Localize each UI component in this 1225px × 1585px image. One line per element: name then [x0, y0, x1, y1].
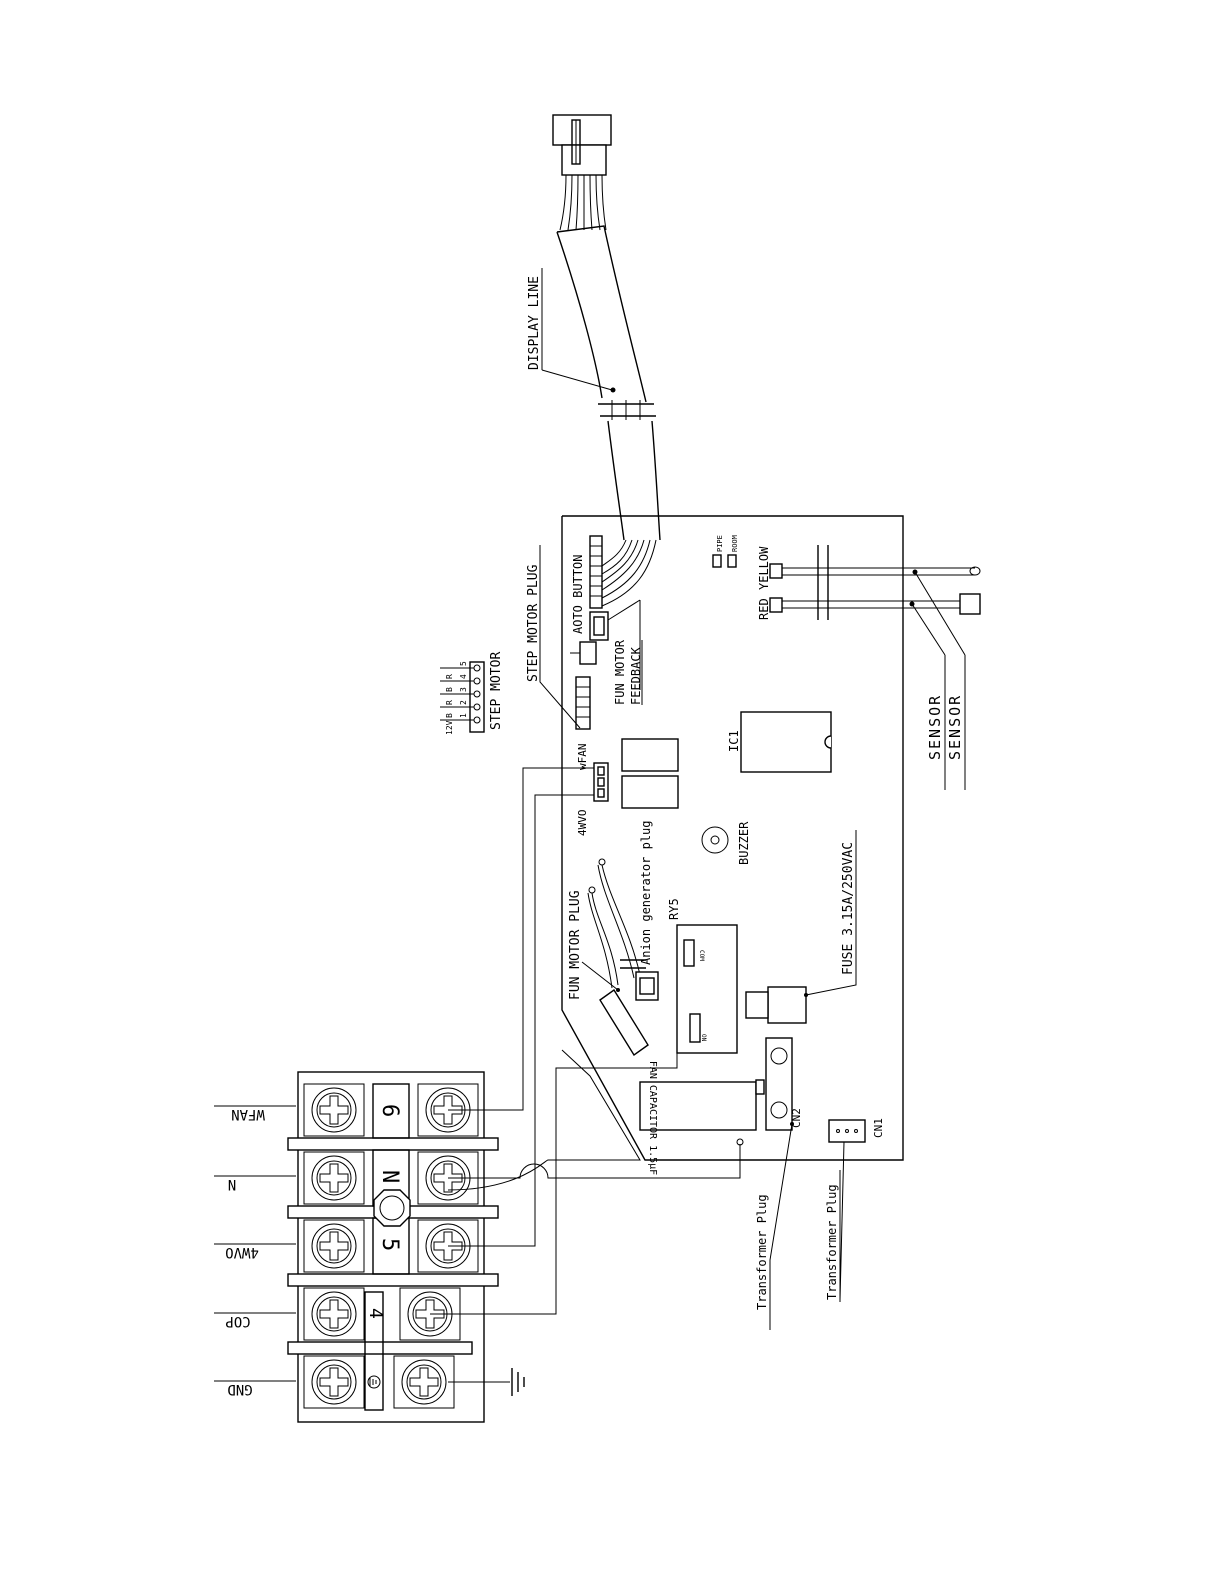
fun-motor-plug — [599, 988, 649, 1057]
mark-5: 5 — [377, 1238, 402, 1251]
wire-label-wfan: WFAN — [231, 1106, 265, 1122]
step-motor: 5 4 3 2 1 12V B R B R STEP MOTOR — [440, 652, 504, 735]
step-pin-2: 2 — [459, 700, 468, 705]
wfan-plug-label: wFAN — [576, 744, 589, 771]
screw-icon — [303, 1083, 365, 1137]
mark-6: 6 — [377, 1104, 402, 1117]
ry5-label: RY5 — [667, 898, 681, 920]
fuse-label: FUSE 3.15A/250VAC — [841, 842, 856, 975]
transformer-plug-label-2: Transformer Plug — [825, 1184, 839, 1300]
anion-plug: Anion generator plug FUN MOTOR PLUG — [568, 821, 659, 1001]
step-motor-label: STEP MOTOR — [489, 652, 504, 730]
wiring — [430, 767, 744, 1315]
step-pin-1: 1 — [459, 713, 468, 718]
sensor-label-1: SENSOR — [926, 694, 944, 760]
display-cable: DISPLAY LINE — [527, 114, 661, 607]
cn1-label: CN1 — [872, 1118, 885, 1138]
feedback-label: FEEDBACK — [629, 646, 643, 705]
sensors: RED YELLOW SENSOR SENSOR — [757, 545, 981, 790]
step-motor-plug-label: STEP MOTOR PLUG — [526, 564, 541, 682]
transformer-plug-label-1: Transformer Plug — [755, 1194, 769, 1310]
anion-label: Anion generator plug — [639, 821, 653, 966]
ic1-label: IC1 — [727, 730, 741, 752]
red-label: RED — [757, 598, 771, 620]
pcb-board — [561, 515, 904, 1161]
terminal-wire-labels: WFAN N 4WVO COP GND — [214, 1105, 296, 1397]
screw-icon — [303, 1151, 365, 1205]
pipe-label: PIPE — [716, 535, 724, 552]
sensor-jumpers: PIPE ROOM — [712, 535, 739, 568]
ground-mark-icon — [367, 1375, 381, 1389]
wfan-4wvo-plug: wFAN 4WVO — [576, 744, 609, 837]
relay-blocks — [621, 738, 679, 809]
step-wire-2: B — [445, 713, 454, 718]
wire-label-cop: COP — [225, 1313, 250, 1329]
step-wire-4: B — [445, 687, 454, 692]
step-wire-5: R — [445, 674, 454, 679]
fun-motor-label: FUN MOTOR — [613, 639, 627, 705]
mark-4: 4 — [365, 1308, 386, 1319]
fan-capacitor: FAN CAPACITOR 1.5μF — [639, 1061, 765, 1175]
step-wire-1: 12V — [445, 720, 454, 735]
wire-label-4wvo: 4WVO — [225, 1244, 259, 1260]
fun-motor-feedback-plug: FUN MOTOR FEEDBACK — [570, 599, 643, 705]
com-label: COM — [698, 950, 705, 961]
earth-ground-icon — [448, 1368, 525, 1396]
buzzer: BUZZER — [701, 821, 751, 865]
sensor-label-2: SENSOR — [946, 694, 964, 760]
mark-n: N — [377, 1170, 402, 1183]
screw-icon — [303, 1287, 365, 1341]
step-pin-4: 4 — [459, 674, 468, 679]
yellow-label: YELLOW — [757, 546, 771, 590]
display-line-label: DISPLAY LINE — [527, 276, 542, 370]
screw-icon — [303, 1219, 365, 1273]
step-motor-plug: STEP MOTOR PLUG — [526, 545, 591, 730]
display-connector: AOTO BUTTON — [571, 535, 603, 634]
ic1: IC1 — [727, 711, 832, 773]
terminal-screws — [303, 1083, 479, 1409]
screw-icon — [393, 1355, 455, 1409]
terminal-block: 6 N 5 4 — [287, 1071, 499, 1423]
buzzer-label: BUZZER — [737, 821, 751, 865]
step-pin-3: 3 — [459, 687, 468, 692]
fuse: FUSE 3.15A/250VAC — [745, 830, 857, 1024]
wvo-plug-label: 4WVO — [576, 810, 589, 837]
fun-motor-plug-label: FUN MOTOR PLUG — [568, 890, 583, 1000]
cn1-connector: CN1 Transformer Plug — [825, 1118, 885, 1302]
wire-label-gnd: GND — [227, 1381, 252, 1397]
ry5-relay: COM ON RY5 — [667, 898, 738, 1054]
room-label: ROOM — [731, 535, 739, 552]
screw-icon — [303, 1355, 365, 1409]
cn2-connector: CN2 Transformer Plug — [755, 1037, 803, 1330]
on-label: ON — [700, 1034, 707, 1042]
fan-capacitor-label: FAN CAPACITOR 1.5μF — [647, 1061, 658, 1175]
step-pin-5: 5 — [459, 661, 468, 666]
step-wire-3: R — [445, 700, 454, 705]
aoto-button-label: AOTO BUTTON — [571, 555, 585, 634]
wire-label-n: N — [228, 1176, 236, 1192]
